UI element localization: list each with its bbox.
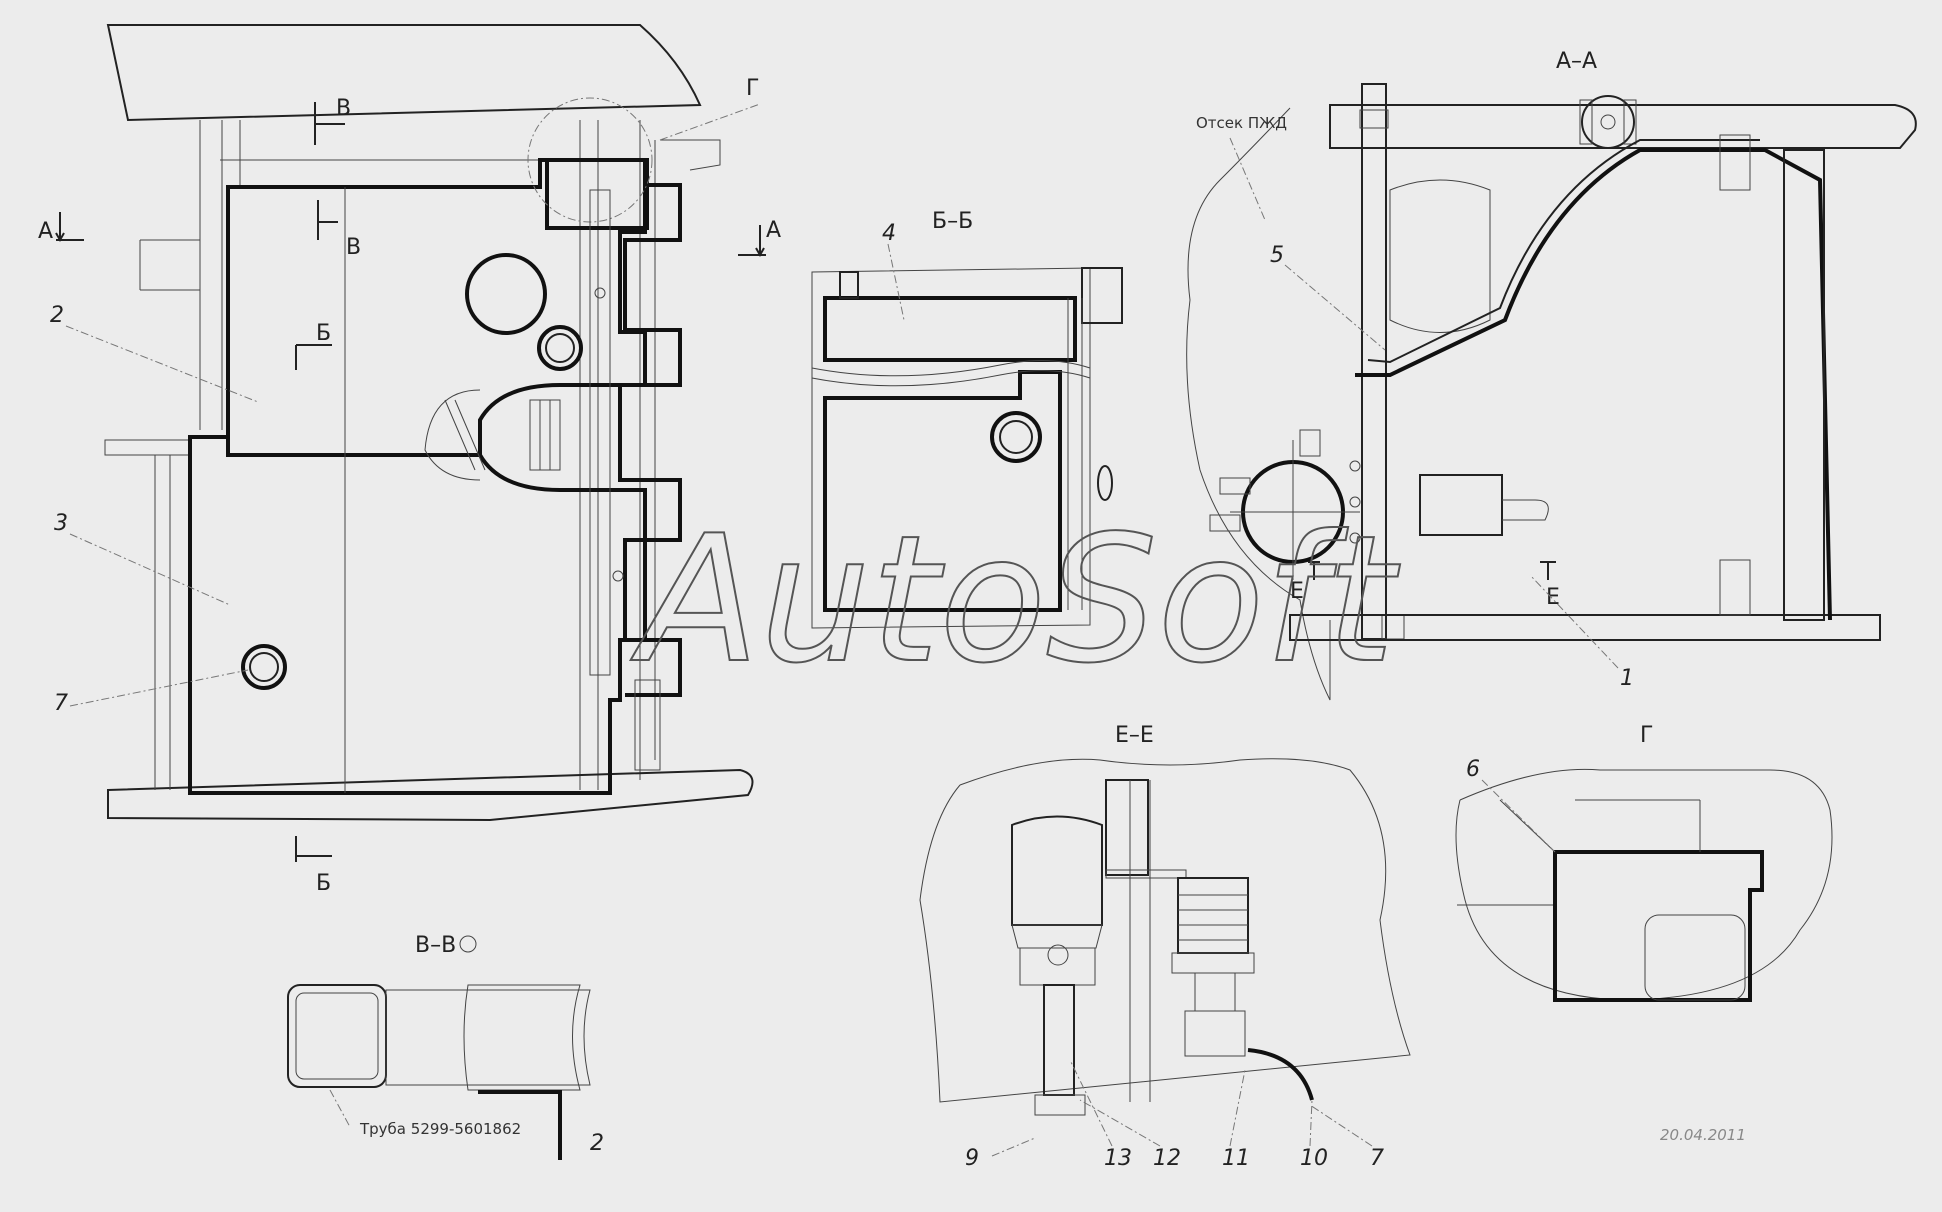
cut-label-v-mid: В: [346, 235, 361, 260]
section-vv-title: В–В: [415, 933, 456, 958]
callout-4: 4: [882, 221, 896, 246]
section-bb-title: Б–Б: [932, 209, 973, 234]
callout-12: 11: [1222, 1146, 1250, 1171]
detail-g-title: Г: [1640, 723, 1653, 748]
callout-2-vv: 2: [590, 1131, 604, 1156]
callout-13: 13: [1104, 1146, 1132, 1171]
cut-label-g: Г: [746, 76, 759, 101]
callout-7-plan: 7: [54, 691, 68, 716]
section-ee-title: Е–Е: [1115, 723, 1154, 748]
plan-view: [104, 24, 754, 822]
detail-g: Г 6: [1455, 723, 1833, 1002]
section-aa: А–А: [1186, 49, 1917, 701]
cut-label-b-mid: Б: [316, 321, 331, 346]
cut-label-v-top: В: [336, 96, 351, 121]
callout-10: 10: [1300, 1146, 1328, 1171]
callout-9: 9: [965, 1146, 979, 1171]
drawing-date: 20.04.2011: [1660, 1126, 1746, 1144]
callout-3: 3: [54, 511, 68, 536]
pipe-note: Труба 5299-5601862: [359, 1120, 521, 1138]
section-bb: Б–Б 4: [811, 209, 1123, 629]
cut-label-a-right: А: [766, 218, 781, 243]
callout-1: 1: [1620, 666, 1634, 691]
cut-label-a-left: А: [38, 219, 53, 244]
cut-label-b-bottom: Б: [316, 871, 331, 896]
callout-6: 6: [1466, 757, 1480, 782]
compartment-note: Отсек ПЖД: [1196, 114, 1287, 132]
watermark: AutoSoft: [630, 499, 1400, 702]
cut-label-e-left: Е: [1290, 579, 1304, 604]
callout-2: 2: [50, 303, 64, 328]
section-vv: В–В Труба 5299-5601862 2: [287, 933, 604, 1160]
callout-11: 12: [1153, 1146, 1181, 1171]
cut-label-e-right: Е: [1546, 585, 1560, 610]
plan-cut-marks: А А В В Б Б Г: [38, 76, 781, 896]
callout-7-ee: 7: [1370, 1146, 1384, 1171]
section-aa-title: А–А: [1556, 49, 1597, 74]
section-ee: Е–Е 9 13 12 11 10 7: [919, 723, 1411, 1171]
callout-5: 5: [1270, 243, 1284, 268]
plan-callouts: 2 3 7: [50, 303, 259, 716]
